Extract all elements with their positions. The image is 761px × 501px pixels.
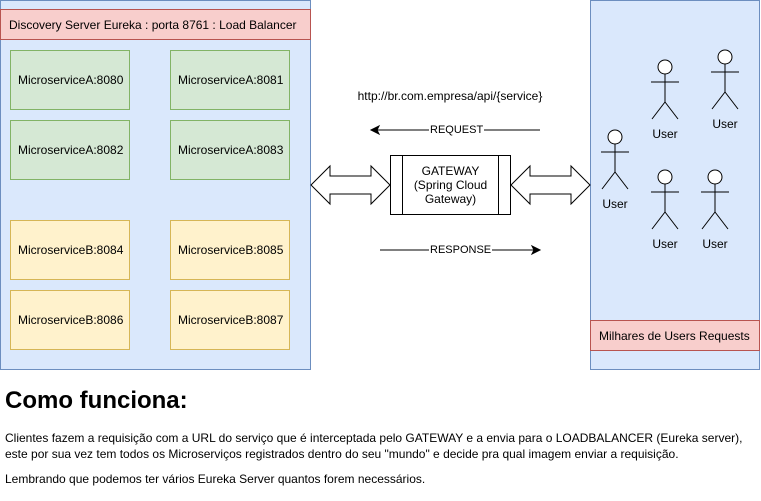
- gateway-line-2: (Spring Cloud: [413, 178, 488, 192]
- user-label-1: User: [602, 197, 628, 211]
- request-arrowhead: [369, 124, 381, 136]
- microservice-b-8085: MicroserviceB:8085: [170, 220, 290, 280]
- explanation-paragraph-2: Lembrando que podemos ter vários Eureka …: [5, 472, 426, 486]
- double-arrow-left: [310, 164, 391, 206]
- request-url: http://br.com.empresa/api/{service}: [357, 89, 543, 103]
- microservice-a-8080: MicroserviceA:8080: [10, 50, 130, 110]
- users-footer: Milhares de Users Requests: [590, 320, 760, 351]
- user-figure-4: [651, 169, 679, 230]
- explanation-paragraph-1-line-1: Clientes fazem a requisição com a URL do…: [5, 431, 743, 445]
- gateway-line-1: GATEWAY: [421, 164, 480, 178]
- response-label: RESPONSE: [429, 244, 493, 256]
- user-figure-3: [711, 49, 739, 110]
- gateway-line-3: Gateway): [424, 192, 477, 206]
- user-label-4: User: [652, 237, 678, 251]
- microservice-a-8081: MicroserviceA:8081: [170, 50, 290, 110]
- user-label-5: User: [702, 237, 728, 251]
- user-label-2: User: [652, 127, 678, 141]
- user-label-3: User: [712, 117, 738, 131]
- user-figure-2: [651, 59, 679, 120]
- explanation-heading: Como funciona:: [5, 387, 188, 414]
- microservice-b-8087: MicroserviceB:8087: [170, 290, 290, 350]
- response-arrowhead: [530, 244, 542, 256]
- user-figure-1: [601, 129, 629, 190]
- microservice-b-8084: MicroserviceB:8084: [10, 220, 130, 280]
- explanation-paragraph-1-line-2: este por sua vez tem todos os Microservi…: [5, 447, 679, 461]
- gateway-label: GATEWAY (Spring Cloud Gateway): [414, 164, 487, 206]
- user-figure-5: [701, 169, 729, 230]
- double-arrow-right: [510, 164, 591, 206]
- microservice-a-8083: MicroserviceA:8083: [170, 120, 290, 180]
- users-panel: [590, 0, 760, 370]
- request-label: REQUEST: [429, 124, 485, 136]
- microservice-b-8086: MicroserviceB:8086: [10, 290, 130, 350]
- microservice-a-8082: MicroserviceA:8082: [10, 120, 130, 180]
- discovery-server-title: Discovery Server Eureka : porta 8761 : L…: [0, 9, 311, 40]
- gateway-box: GATEWAY (Spring Cloud Gateway): [390, 155, 511, 215]
- diagram-connectors: [310, 49, 739, 256]
- explanation-paragraph-1: Clientes fazem a requisição com a URL do…: [5, 430, 757, 462]
